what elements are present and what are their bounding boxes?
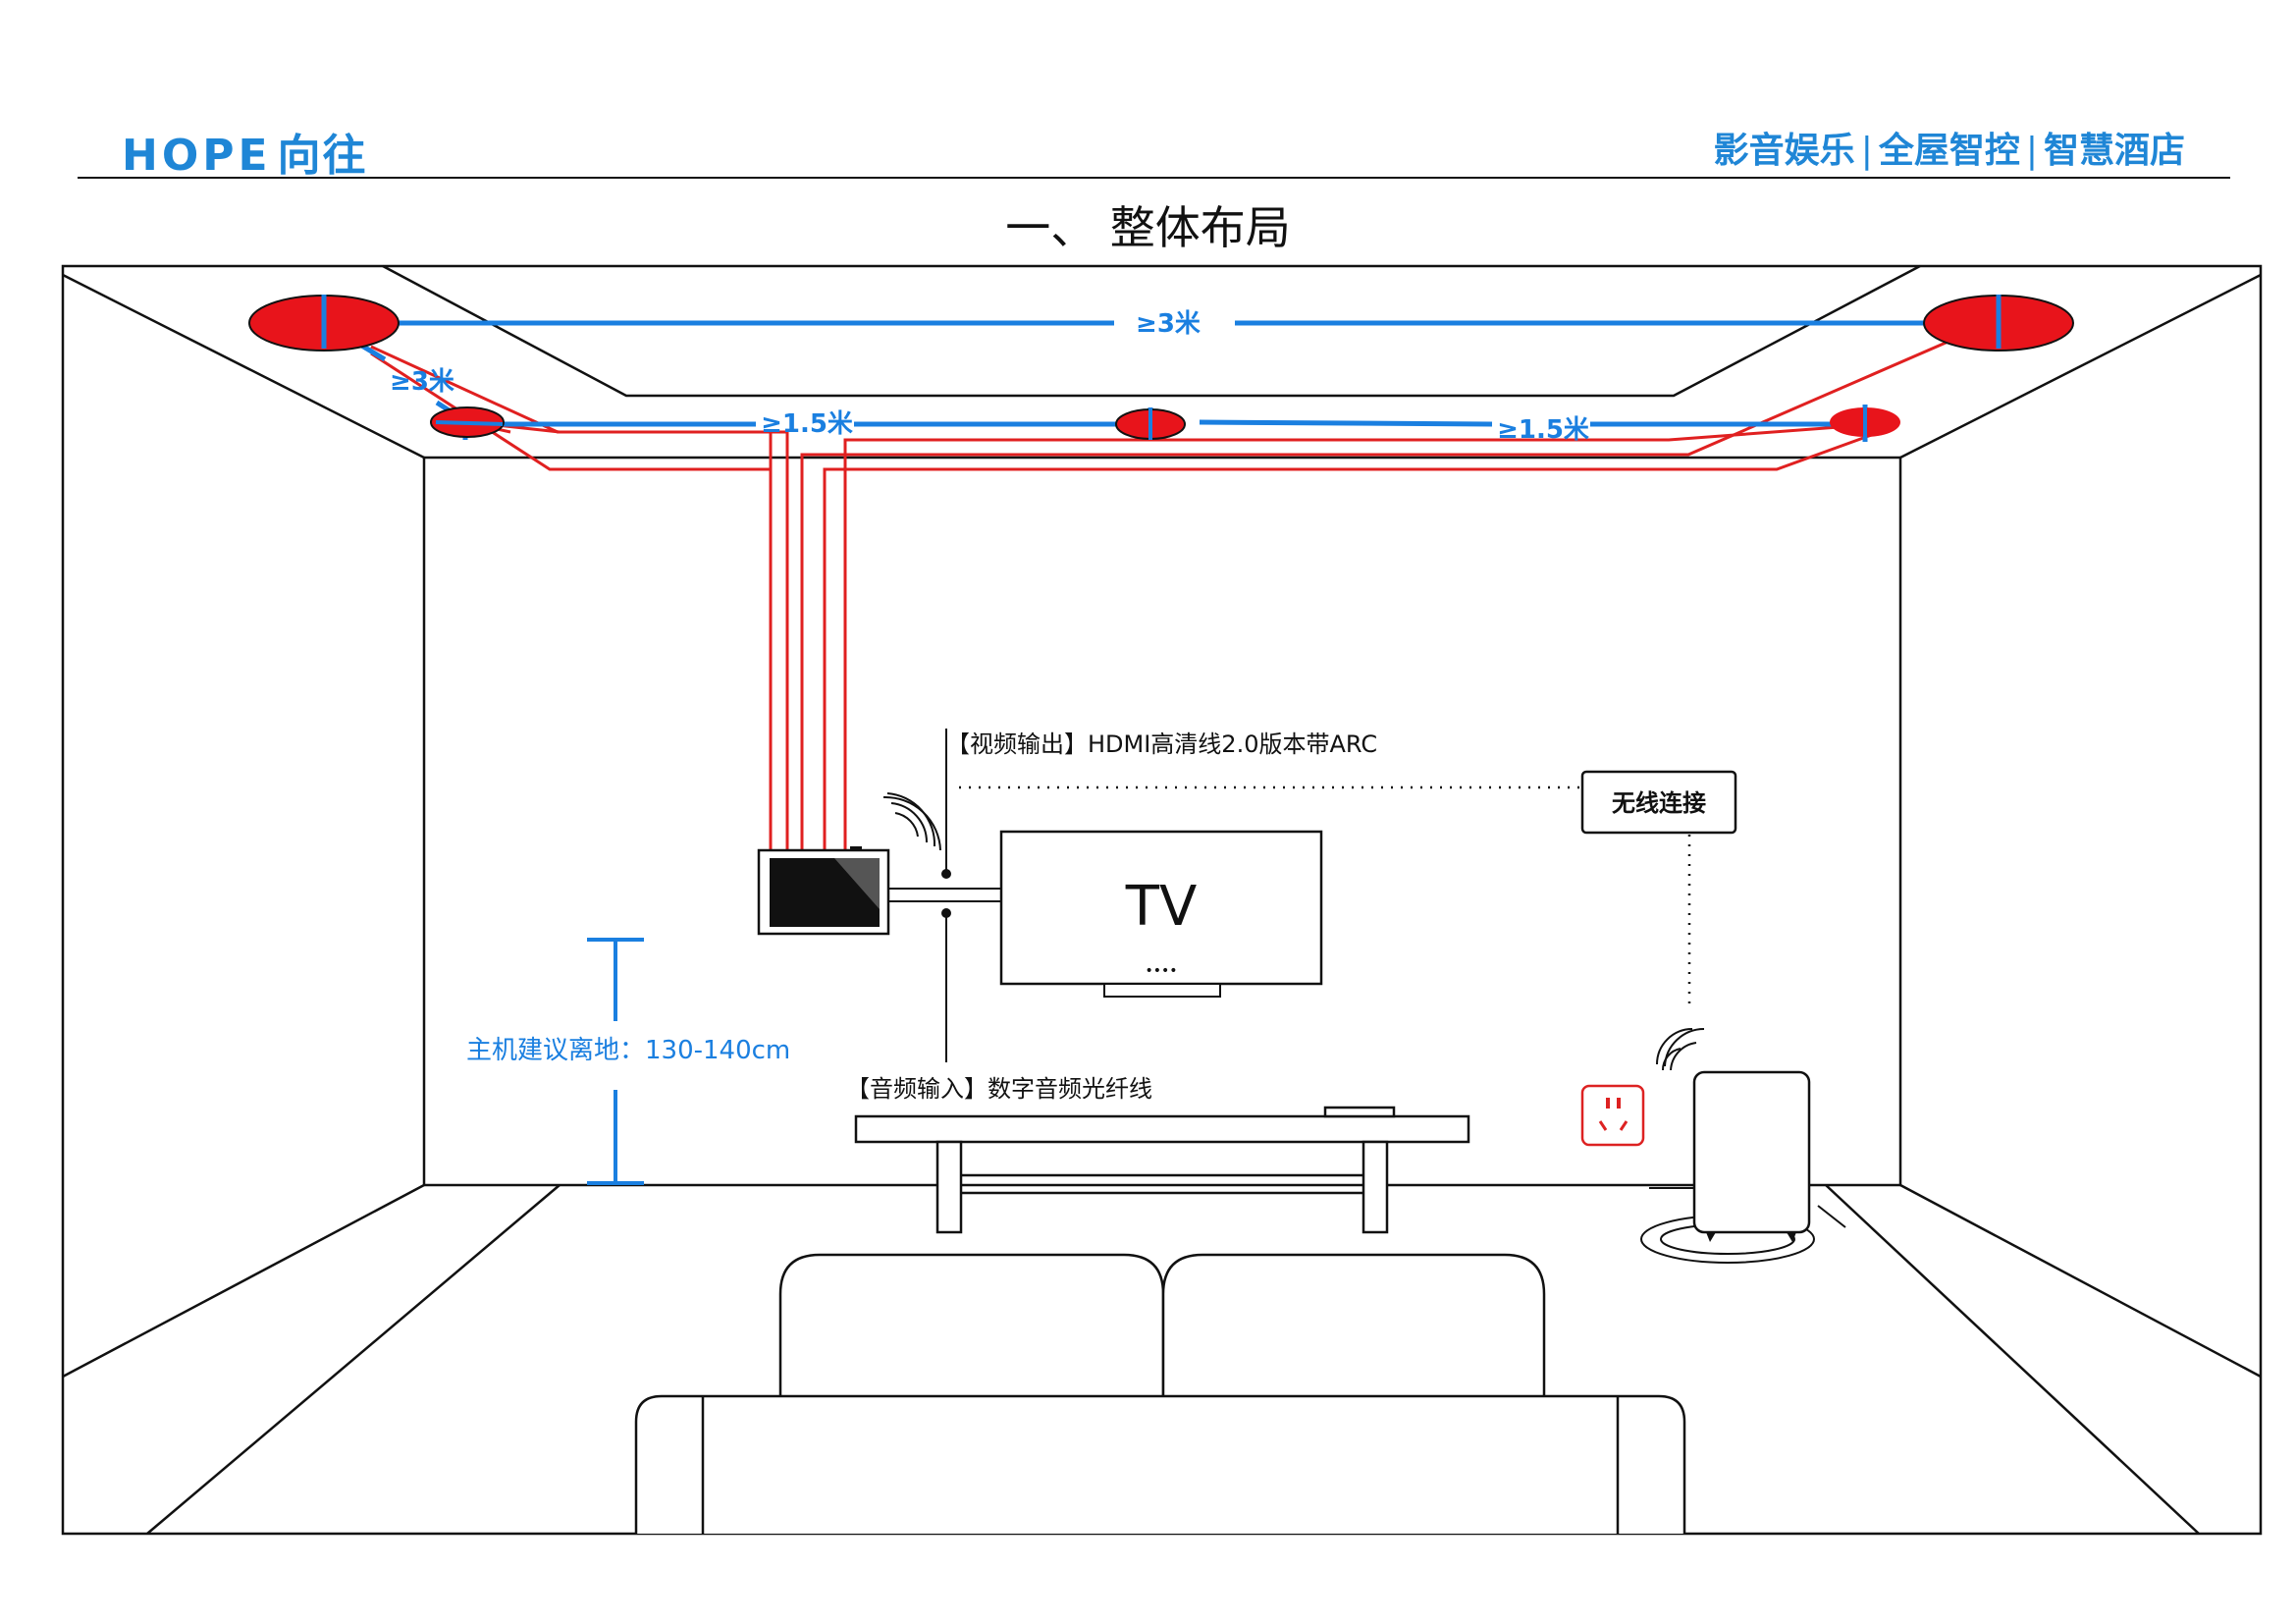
coffee-table (854, 1106, 1470, 1234)
wifi-signal-icon (882, 792, 941, 851)
tagline-item-hotel: 智慧酒店 (2043, 131, 2185, 171)
control-host-icon (757, 846, 890, 936)
tagline: 影音娱乐|全屋智控|智慧酒店 (1714, 122, 2185, 173)
back-wall (422, 456, 1902, 1187)
brand-cn: 向往 (277, 131, 368, 181)
measurement-labels: ≥3米 ≥3米 ≥1.5米 ≥1.5米 (390, 309, 1589, 445)
tagline-separator: | (1860, 131, 1873, 171)
edge-top-right (1899, 273, 2262, 460)
edge-top-left (62, 273, 425, 460)
edge-bottom-right (1899, 1183, 2262, 1379)
dist-side-label: ≥3米 (390, 367, 454, 397)
ceiling-speakers (248, 295, 2074, 442)
ceiling-recess (382, 264, 1921, 398)
floor-line-right (1825, 1184, 2200, 1535)
sofa (634, 1253, 1686, 1534)
tagline-item-smart-home: 全屋智控 (1878, 131, 2020, 171)
host-height-indicator (587, 938, 644, 1185)
tagline-separator: | (2025, 131, 2038, 171)
video-output-label: 【视频输出】HDMI高清线2.0版本带ARC (946, 730, 1377, 758)
edge-bottom-left (62, 1183, 425, 1379)
wireless-connection-box: 无线连接 (1580, 770, 1737, 835)
tv-screen: TV •••• (999, 830, 1323, 998)
host-height-label: 主机建议离地：130-140cm (466, 1036, 790, 1065)
page-title: 一、 整体布局 (1005, 201, 1291, 254)
power-outlet-icon (1580, 1084, 1645, 1147)
header-rule (78, 177, 2230, 179)
tv-label: TV (1125, 875, 1198, 939)
subwoofer-icon (1640, 1070, 1846, 1264)
tagline-item-av: 影音娱乐 (1713, 131, 1855, 171)
brand-latin: HOPE (122, 131, 272, 181)
dist-left-label: ≥1.5米 (761, 409, 853, 439)
dist-top-label: ≥3米 (1136, 309, 1201, 339)
wireless-label: 无线连接 (1612, 789, 1706, 817)
audio-input-label: 【音频输入】数字音频光纤线 (846, 1075, 1152, 1103)
av-cables (888, 729, 1001, 1062)
tv-dots: •••• (1145, 963, 1177, 979)
wifi-signal-icon (1656, 1027, 1705, 1071)
dist-right-label: ≥1.5米 (1497, 415, 1589, 445)
floor-line-left (146, 1184, 561, 1535)
